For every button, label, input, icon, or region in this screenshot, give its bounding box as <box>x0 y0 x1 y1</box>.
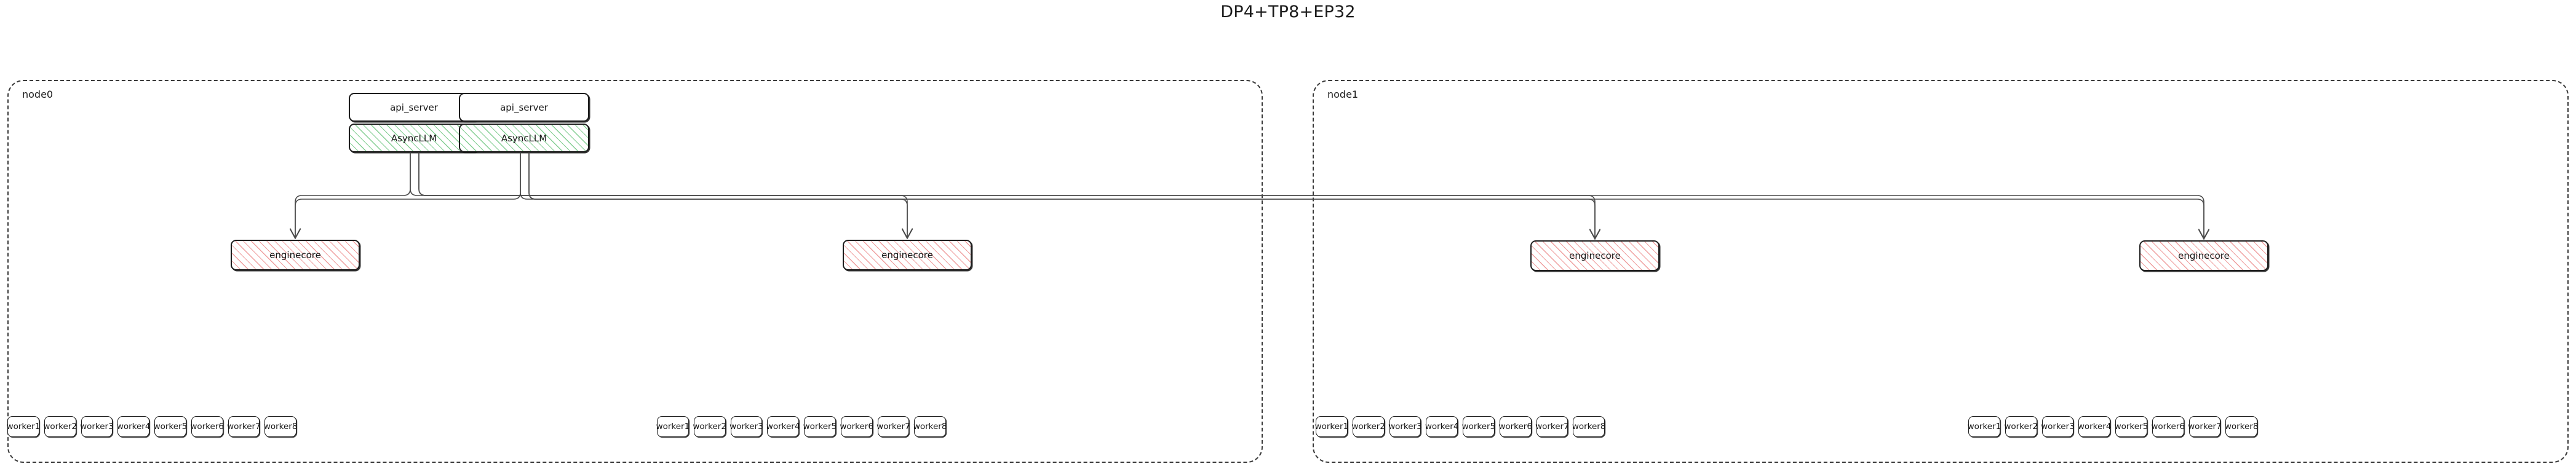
worker-box[interactable]: worker2 <box>693 416 726 437</box>
worker-box[interactable]: worker2 <box>1351 416 1385 437</box>
worker-label: worker4 <box>1425 422 1459 432</box>
worker-label: worker3 <box>729 422 763 432</box>
worker-box[interactable]: worker8 <box>913 416 947 437</box>
worker-label: worker7 <box>227 422 261 432</box>
worker-box[interactable]: worker2 <box>2004 416 2038 437</box>
worker-box[interactable]: worker8 <box>263 416 298 437</box>
worker-label: worker8 <box>2224 422 2259 432</box>
worker-label: worker5 <box>803 422 837 432</box>
enginecore-label: enginecore <box>2178 250 2230 261</box>
worker-label: worker6 <box>840 422 873 432</box>
worker-box[interactable]: worker3 <box>1388 416 1422 437</box>
node-panel-node1: node1 <box>1313 80 2569 463</box>
worker-label: worker1 <box>1314 422 1349 432</box>
worker-label: worker3 <box>80 422 114 432</box>
worker-label: worker6 <box>1498 422 1532 432</box>
worker-box[interactable]: worker5 <box>803 416 837 437</box>
worker-box[interactable]: worker1 <box>1967 416 2002 437</box>
worker-label: worker2 <box>43 422 77 432</box>
node-panel-node0: node0 <box>7 80 1263 463</box>
worker-label: worker8 <box>1572 422 1606 432</box>
worker-label: worker7 <box>877 422 910 432</box>
node-label: node1 <box>1327 89 1359 100</box>
worker-label: worker4 <box>766 422 800 432</box>
worker-box[interactable]: worker7 <box>877 416 910 437</box>
api-server-label: api_server <box>500 101 548 113</box>
worker-box[interactable]: worker6 <box>1498 416 1532 437</box>
enginecore-label: enginecore <box>881 250 933 261</box>
worker-label: worker4 <box>2077 422 2112 432</box>
worker-box[interactable]: worker6 <box>2151 416 2185 437</box>
worker-label: worker8 <box>913 422 947 432</box>
asyncllm-label: AsyncLLM <box>501 132 547 144</box>
enginecore-label: enginecore <box>1569 250 1621 261</box>
worker-box[interactable]: worker7 <box>227 416 261 437</box>
worker-box[interactable]: worker8 <box>2224 416 2259 437</box>
enginecore-box[interactable]: enginecore <box>1530 240 1660 271</box>
worker-label: worker6 <box>190 422 224 432</box>
worker-label: worker8 <box>263 422 298 432</box>
worker-label: worker2 <box>693 422 726 432</box>
worker-box[interactable]: worker6 <box>840 416 873 437</box>
worker-box[interactable]: worker5 <box>2114 416 2149 437</box>
api-server-label: api_server <box>390 101 438 113</box>
worker-label: worker2 <box>2004 422 2038 432</box>
worker-box[interactable]: worker3 <box>2041 416 2075 437</box>
worker-box[interactable]: worker1 <box>6 416 41 437</box>
worker-box[interactable]: worker4 <box>2077 416 2112 437</box>
worker-label: worker7 <box>2188 422 2222 432</box>
worker-label: worker6 <box>2151 422 2185 432</box>
worker-box[interactable]: worker4 <box>116 416 151 437</box>
worker-box[interactable]: worker3 <box>729 416 763 437</box>
worker-box[interactable]: worker3 <box>80 416 114 437</box>
node-label: node0 <box>22 89 54 100</box>
enginecore-box[interactable]: enginecore <box>231 240 360 270</box>
worker-label: worker4 <box>116 422 151 432</box>
enginecore-box[interactable]: enginecore <box>2139 240 2268 271</box>
worker-label: worker5 <box>1461 422 1496 432</box>
worker-box[interactable]: worker7 <box>1535 416 1569 437</box>
worker-label: worker1 <box>6 422 41 432</box>
worker-box[interactable]: worker5 <box>1461 416 1496 437</box>
worker-box[interactable]: worker5 <box>153 416 188 437</box>
worker-label: worker3 <box>1388 422 1422 432</box>
worker-label: worker1 <box>656 422 690 432</box>
worker-label: worker7 <box>1535 422 1569 432</box>
worker-label: worker2 <box>1351 422 1385 432</box>
worker-box[interactable]: worker2 <box>43 416 77 437</box>
worker-label: worker1 <box>1967 422 2002 432</box>
asyncllm-box[interactable]: AsyncLLM <box>459 124 589 152</box>
api-server-box[interactable]: api_server <box>349 93 479 122</box>
worker-box[interactable]: worker7 <box>2188 416 2222 437</box>
asyncllm-box[interactable]: AsyncLLM <box>349 124 479 152</box>
asyncllm-label: AsyncLLM <box>391 132 437 144</box>
worker-box[interactable]: worker6 <box>190 416 224 437</box>
worker-box[interactable]: worker4 <box>766 416 800 437</box>
worker-label: worker5 <box>153 422 188 432</box>
enginecore-box[interactable]: enginecore <box>843 240 972 270</box>
worker-label: worker3 <box>2041 422 2075 432</box>
worker-box[interactable]: worker8 <box>1572 416 1606 437</box>
worker-label: worker5 <box>2114 422 2149 432</box>
worker-box[interactable]: worker4 <box>1425 416 1459 437</box>
worker-box[interactable]: worker1 <box>1314 416 1349 437</box>
page-title: DP4+TP8+EP32 <box>1220 2 1356 22</box>
enginecore-label: enginecore <box>269 250 321 261</box>
worker-box[interactable]: worker1 <box>656 416 690 437</box>
api-server-box[interactable]: api_server <box>459 93 589 122</box>
